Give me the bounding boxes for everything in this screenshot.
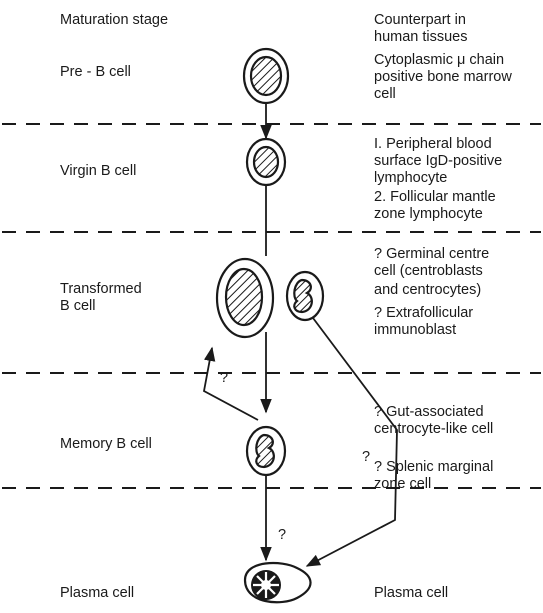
counterpart-virgin-line5: zone lymphocyte — [374, 206, 483, 223]
pre-b-cell-icon — [244, 49, 288, 103]
counterpart-transformed-a-line1: ? Germinal centre — [374, 246, 489, 263]
memory-b-cell-icon — [247, 427, 285, 475]
stage-plasma: Plasma cell — [60, 585, 134, 602]
stage-transformed-line2: B cell — [60, 298, 95, 315]
plasma-cell-icon — [245, 563, 311, 602]
counterpart-virgin-line2: surface IgD-positive — [374, 153, 502, 170]
counterpart-memory-b-line1: ? Splenic marginal — [374, 459, 493, 476]
counterpart-transformed-a-line2: cell (centroblasts — [374, 263, 483, 280]
counterpart-pre-b-line2: positive bone marrow — [374, 69, 512, 86]
stage-memory-b: Memory B cell — [60, 436, 152, 453]
counterpart-pre-b-line3: cell — [374, 86, 396, 103]
arrow-memory-back-to-transformed — [204, 348, 258, 420]
centrocyte-icon — [287, 272, 323, 320]
counterpart-transformed-a-line3: and centrocytes) — [374, 282, 481, 299]
counterpart-pre-b-line1: Cytoplasmic μ chain — [374, 52, 504, 69]
stage-transformed-line1: Transformed — [60, 281, 142, 298]
stage-virgin-b: Virgin B cell — [60, 163, 136, 180]
counterpart-virgin-line4: 2. Follicular mantle — [374, 189, 496, 206]
counterpart-plasma: Plasma cell — [374, 585, 448, 602]
counterpart-memory-a-line2: centrocyte-like cell — [374, 421, 493, 438]
counterpart-transformed-b-line2: immunoblast — [374, 322, 456, 339]
counterpart-virgin-line3: lymphocyte — [374, 170, 447, 187]
question-mark-back-arrow: ? — [220, 370, 228, 387]
arrow-transformed-to-plasma — [307, 318, 397, 566]
transformed-b-cell-icon — [217, 259, 273, 337]
counterpart-transformed-b-line1: ? Extrafollicular — [374, 305, 473, 322]
counterpart-memory-b-line2: zone cell — [374, 476, 431, 493]
virgin-b-cell-icon — [247, 139, 285, 185]
maturation-stage-header: Maturation stage — [60, 12, 168, 29]
question-mark-splenic-arrow: ? — [362, 449, 370, 466]
stage-pre-b: Pre - B cell — [60, 64, 131, 81]
counterpart-virgin-line1: I. Peripheral blood — [374, 136, 492, 153]
counterpart-header-line2: human tissues — [374, 29, 468, 46]
counterpart-memory-a-line1: ? Gut-associated — [374, 404, 484, 421]
counterpart-header-line1: Counterpart in — [374, 12, 466, 29]
question-mark-plasma-arrow: ? — [278, 527, 286, 544]
